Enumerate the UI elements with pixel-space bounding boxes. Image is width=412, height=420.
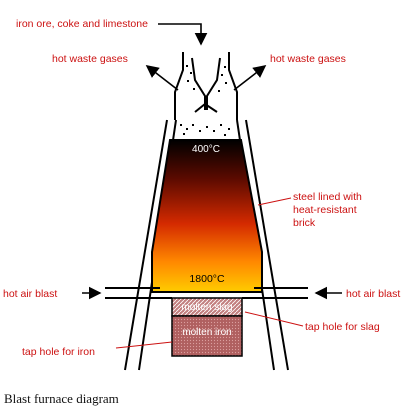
slag-tap-label: tap hole for slag [305, 321, 380, 333]
molten-iron-layer [171, 315, 243, 357]
furnace-shaft [151, 139, 263, 293]
charging-hopper [174, 52, 238, 120]
lining-label-1: steel lined with [293, 191, 362, 203]
lining-label-3: brick [293, 217, 316, 229]
temp-bottom-label: 1800°C [189, 273, 225, 285]
lining-label-2: heat-resistant [293, 204, 357, 216]
iron-tap-label: tap hole for iron [22, 346, 95, 358]
leader-lines [115, 197, 304, 349]
iron-label: molten iron [182, 327, 231, 338]
waste-gases-right-label: hot waste gases [270, 53, 346, 65]
flow-arrows [82, 23, 342, 300]
feed-particles [180, 65, 230, 136]
temp-top-label: 400°C [192, 144, 220, 155]
waste-gases-left-label: hot waste gases [52, 53, 128, 65]
air-blast-right-label: hot air blast [346, 288, 400, 300]
slag-label: molten slag [181, 302, 232, 313]
diagram-caption: Blast furnace diagram [4, 391, 119, 406]
air-blast-pipes [105, 287, 308, 299]
air-blast-left-label: hot air blast [3, 288, 57, 300]
feed-label: iron ore, coke and limestone [16, 18, 148, 30]
